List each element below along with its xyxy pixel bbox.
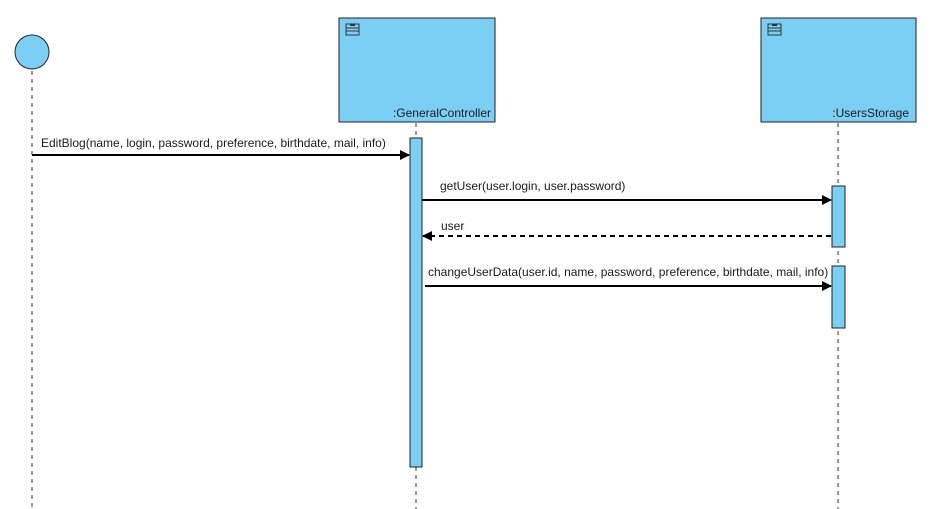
message-label: getUser(user.login, user.password) <box>440 179 625 193</box>
message-get-user[interactable]: getUser(user.login, user.password) <box>422 179 832 205</box>
class-icon <box>345 23 360 36</box>
actor-circle[interactable] <box>14 34 50 70</box>
activation-users-storage-2[interactable] <box>831 265 846 329</box>
message-return-user[interactable]: user <box>422 219 831 241</box>
message-label: EditBlog(name, login, password, preferen… <box>41 136 386 150</box>
lifeline-users-storage[interactable]: :UsersStorage <box>760 17 917 123</box>
activation-general-controller[interactable] <box>409 137 423 468</box>
message-label: changeUserData(user.id, name, password, … <box>428 265 828 279</box>
message-label: user <box>441 219 464 233</box>
activation-users-storage-1[interactable] <box>831 185 846 248</box>
lifeline-label: :UsersStorage <box>832 106 909 120</box>
class-icon <box>767 23 782 36</box>
lifeline-label: :GeneralController <box>393 106 491 120</box>
message-change-user-data[interactable]: changeUserData(user.id, name, password, … <box>425 265 832 291</box>
lifeline-general-controller[interactable]: :GeneralController <box>338 17 496 123</box>
message-edit-blog[interactable]: EditBlog(name, login, password, preferen… <box>32 136 410 160</box>
